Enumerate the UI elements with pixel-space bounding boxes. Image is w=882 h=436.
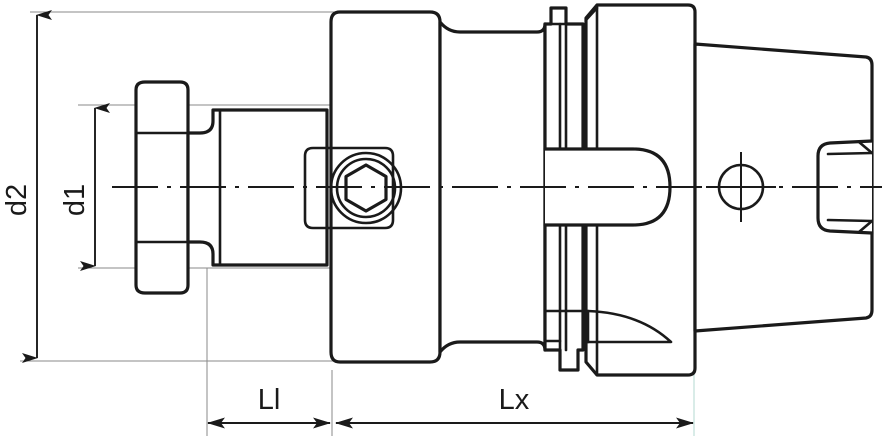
- hsk-flange-chamfer-top: [584, 6, 599, 22]
- dimension-lines: [22, 9, 694, 429]
- hex-socket: [344, 163, 388, 213]
- drive-slot-chamfer-bottom: [857, 219, 874, 234]
- dim-label-lx: Lx: [499, 384, 530, 416]
- drive-slot-inner-top: [826, 151, 874, 156]
- lower-chamfer-sweep: [586, 309, 673, 344]
- drive-slot-chamfer-top: [857, 140, 874, 155]
- set-screw-pocket: [303, 146, 395, 230]
- dim-label-ll: Ll: [258, 384, 281, 416]
- dimension-labels: d2 d1 Ll Lx: [1, 184, 530, 416]
- extension-lines: [20, 11, 695, 436]
- drive-slot-inner-bottom: [826, 218, 874, 223]
- dim-label-d1: d1: [59, 184, 91, 216]
- dim-label-d2: d2: [1, 184, 33, 216]
- part-geometry: [134, 3, 874, 377]
- left-collar-flange: [134, 80, 190, 295]
- hsk-hollow-taper: [693, 42, 874, 333]
